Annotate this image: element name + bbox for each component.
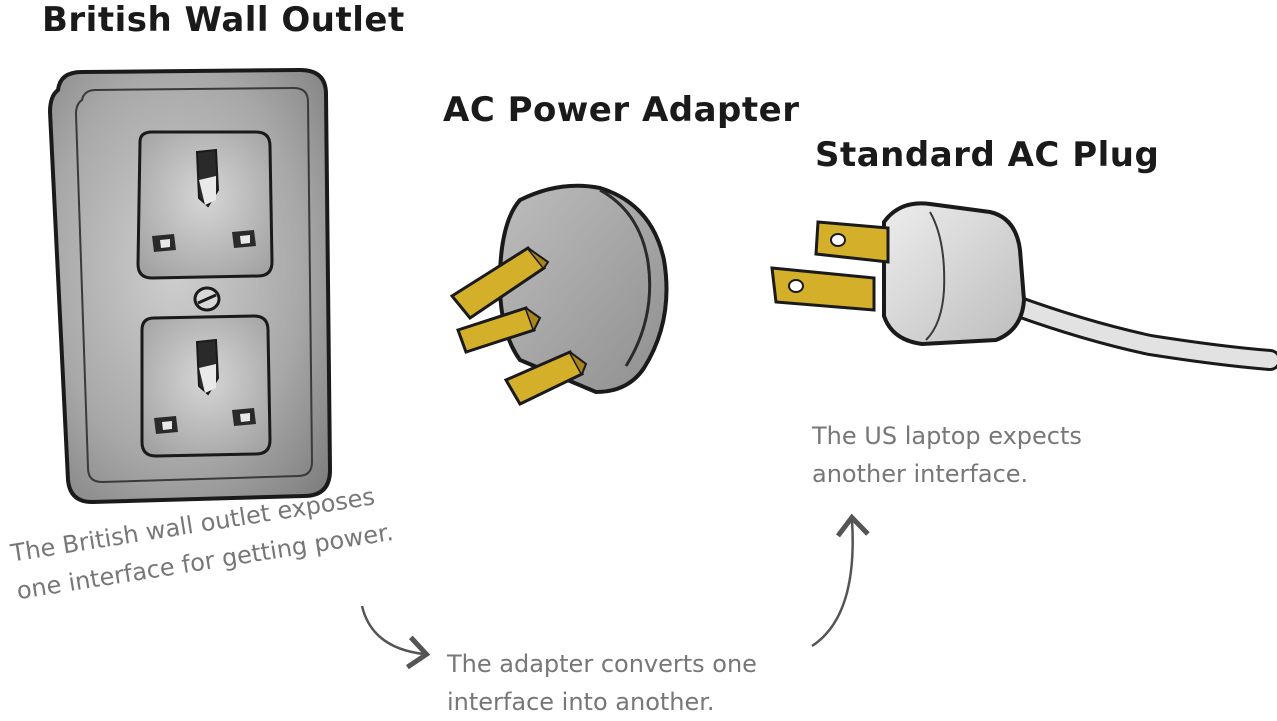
adapter-prong-top (449, 246, 550, 321)
arrow-adapter-to-laptop (811, 513, 870, 648)
plug-blade-bottom (770, 266, 876, 312)
outlet-socket-top (136, 130, 274, 280)
ac-power-adapter (449, 183, 669, 406)
british-wall-outlet (47, 67, 333, 505)
arrow-outlet-to-adapter (360, 605, 431, 670)
adapter-annotation-line-2: interface into another. (447, 688, 715, 716)
adapter-prong-middle (456, 306, 542, 354)
adapter-prong-bottom (503, 350, 588, 406)
adapter-annotation-line-1: The adapter converts one (447, 650, 757, 678)
standard-ac-plug-title: Standard AC Plug (815, 135, 1160, 175)
standard-ac-plug (770, 201, 1277, 371)
plug-blade-top (814, 220, 890, 264)
outlet-socket-bottom (140, 314, 272, 458)
ac-power-adapter-title: AC Power Adapter (443, 90, 800, 130)
adapter-annotation: The adapter converts one interface into … (447, 645, 757, 721)
outlet-screw (193, 286, 221, 312)
british-wall-outlet-title: British Wall Outlet (42, 0, 405, 40)
laptop-annotation-line-2: another interface. (812, 460, 1029, 488)
laptop-annotation: The US laptop expects another interface. (812, 417, 1082, 493)
laptop-annotation-line-1: The US laptop expects (812, 422, 1082, 450)
